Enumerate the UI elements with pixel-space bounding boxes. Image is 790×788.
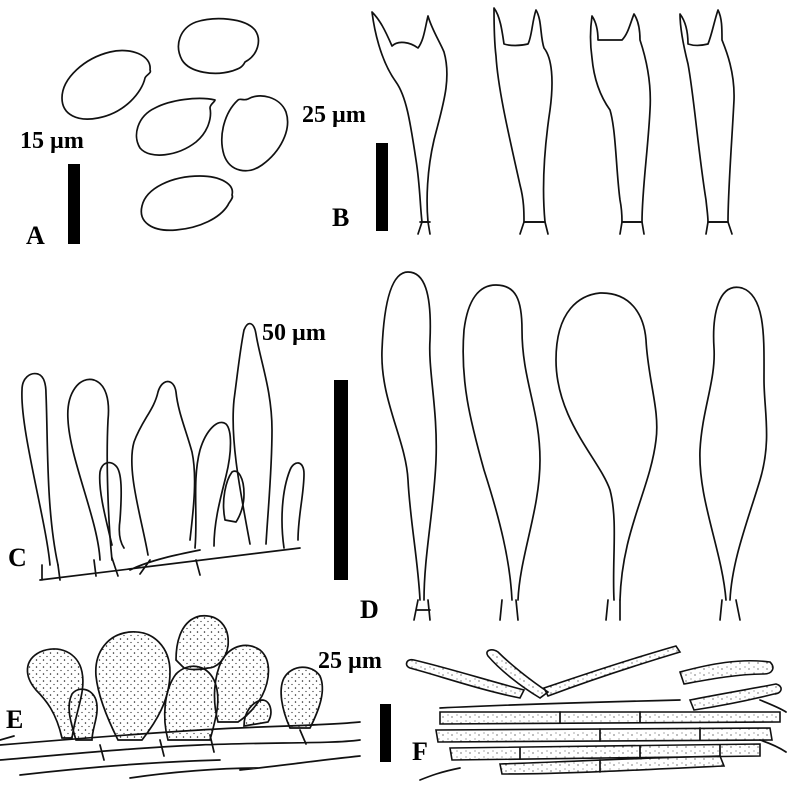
panel-e-pileipellis <box>0 615 361 779</box>
cystidium <box>21 372 59 566</box>
cystidium <box>381 271 438 601</box>
spore <box>177 17 260 75</box>
panel-label-b: B <box>332 203 349 232</box>
spore <box>220 95 289 172</box>
septa <box>519 711 721 773</box>
basidium-base <box>417 221 431 235</box>
hyphae <box>0 721 361 779</box>
panel-b-basidia <box>371 7 735 235</box>
cystidium-base <box>499 599 519 621</box>
hyphae-outline <box>419 699 787 781</box>
hypha <box>449 743 761 761</box>
basidium <box>589 13 652 223</box>
hypha <box>405 658 526 699</box>
cystidium-base <box>719 599 741 621</box>
panel-label-e: E <box>6 705 23 734</box>
cystidium <box>67 378 113 561</box>
cystidium-base <box>605 599 621 621</box>
hypha <box>486 649 550 699</box>
basidium <box>493 7 553 223</box>
inflated-cell <box>280 666 324 729</box>
cystidium <box>130 380 196 556</box>
spore <box>61 49 152 120</box>
panel-f-hyphae <box>405 645 787 781</box>
panel-label-a: A <box>26 221 45 250</box>
scale-bar-c <box>334 380 348 580</box>
scale-label-b: 25 µm <box>302 102 366 128</box>
spore <box>135 97 216 156</box>
basidium-base <box>705 221 733 235</box>
inflated-cell <box>243 699 272 728</box>
panel-label-d: D <box>360 595 379 624</box>
cystidium <box>699 286 768 601</box>
basidium <box>679 9 735 223</box>
cystidium <box>232 322 273 545</box>
inflated-cell <box>68 688 98 741</box>
hyphal-base <box>39 547 301 581</box>
cystidium <box>98 461 125 549</box>
basidium <box>371 11 448 223</box>
cystidium <box>462 284 541 601</box>
scale-bar-a <box>68 164 80 244</box>
panel-a-spores <box>61 17 289 232</box>
cystidium <box>555 292 658 601</box>
panel-c-cystidia <box>21 322 305 581</box>
basidium-base <box>619 221 645 235</box>
scale-bar-b <box>376 143 388 231</box>
scale-bar-e-f <box>380 704 391 762</box>
scale-label-a: 15 µm <box>20 128 84 154</box>
hypha <box>499 755 726 775</box>
panel-label-c: C <box>8 543 27 572</box>
scale-label-e-f: 25 µm <box>318 648 382 674</box>
hypha <box>435 727 773 743</box>
cystidium-base <box>413 599 431 621</box>
hypha <box>688 683 782 711</box>
hypha <box>678 659 774 685</box>
hypha <box>439 711 781 725</box>
spore <box>140 175 234 232</box>
hypha <box>542 645 682 698</box>
inflated-cell <box>95 631 171 741</box>
basidium-base <box>519 221 549 235</box>
panel-label-f: F <box>412 737 428 766</box>
panel-d-cystidia <box>381 271 768 621</box>
cystidium <box>222 470 245 523</box>
scale-label-c: 50 µm <box>262 320 326 346</box>
cystidium <box>281 462 305 549</box>
cystidium <box>194 421 232 549</box>
